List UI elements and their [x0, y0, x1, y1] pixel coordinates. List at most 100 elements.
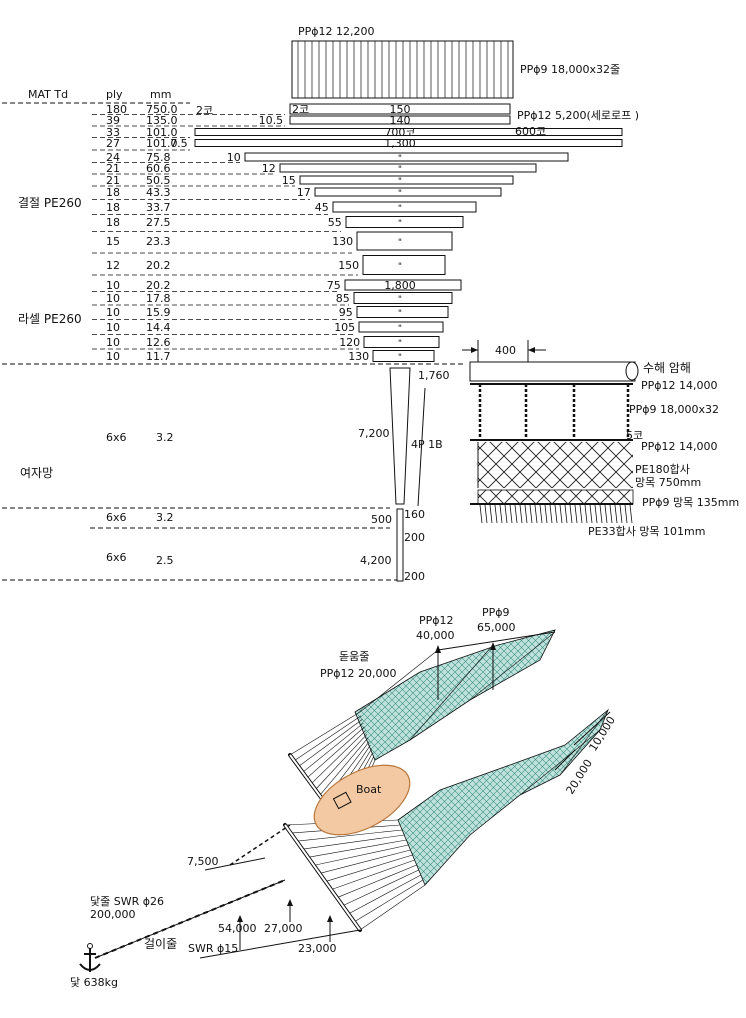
row-bar	[314, 187, 502, 197]
row-bar-label: "	[398, 339, 402, 349]
row-mm: 15.9	[146, 306, 171, 319]
row-bar-label: "	[398, 309, 402, 319]
row-ply: 18	[106, 186, 120, 199]
persp-dim-27000: 27,000	[264, 922, 303, 935]
row-bar-label: "	[398, 165, 402, 175]
row-bar	[356, 306, 449, 318]
bottom-row3-ply: 6x6	[106, 551, 127, 564]
persp-ppi12-len: 40,000	[416, 629, 455, 642]
net-perspective: Boat PPϕ9 65,000 PPϕ12 40,	[70, 606, 618, 989]
net-panel-row: 15 23.3 130 "	[92, 231, 453, 254]
row-bar	[345, 216, 464, 228]
bottom-row3-mm: 2.5	[156, 554, 174, 567]
pp12-seropeu-label: PPϕ12 5,200(세로로프 )	[517, 109, 639, 122]
row-mm: 27.5	[146, 216, 171, 229]
detail-rope2: PPϕ9 18,000x32	[629, 403, 719, 416]
row-bar-label: 1,300	[384, 137, 416, 150]
detail-pe180b: 망목 750mm	[635, 476, 701, 489]
persp-ppi9: PPϕ9	[482, 606, 510, 619]
row-left-annotation: 45	[315, 201, 329, 214]
row-left-annotation: 150	[338, 259, 359, 272]
bottom-row2-ply: 6x6	[106, 511, 127, 524]
section-rasel: 라셀 PE260	[18, 312, 82, 326]
detail-pe33: PE33합사 망목 101mm	[588, 525, 705, 538]
label-160: 160	[404, 508, 425, 521]
row-mm: 11.7	[146, 350, 171, 363]
row-bar-label: 140	[390, 114, 411, 127]
row-bar-label: "	[398, 295, 402, 305]
row-mm: 17.8	[146, 292, 171, 305]
codend-taper	[389, 367, 411, 505]
detail-rope1: PPϕ12 14,000	[641, 379, 718, 392]
row-left-annotation: 7.5	[170, 137, 188, 150]
row-bar	[356, 231, 453, 251]
row-mm: 135.0	[146, 114, 178, 127]
row-mm: 50.5	[146, 174, 171, 187]
detail-float-label: 수해 암해	[643, 361, 691, 375]
bottom-row3-length: 4,200	[360, 554, 392, 567]
row-mm: 23.3	[146, 235, 171, 248]
row-bar-label: "	[398, 238, 402, 248]
row-bar	[279, 163, 537, 173]
row-ply: 10	[106, 306, 120, 319]
row-mm: 20.2	[146, 259, 171, 272]
row-bar	[289, 115, 511, 125]
persp-georijul: 걸이줄	[144, 937, 177, 951]
row-bar-label: "	[398, 324, 402, 334]
row-ply: 18	[106, 216, 120, 229]
row-bar-label: "	[398, 262, 402, 272]
row-left-annotation: 130	[332, 235, 353, 248]
row-mm: 75.8	[146, 151, 171, 164]
row-left-annotation: 10	[227, 151, 241, 164]
row-left-annotation: 85	[336, 292, 350, 305]
row-bar	[244, 152, 569, 162]
right-rope-label: PPϕ9 18,000x32줄	[520, 63, 620, 76]
row-bar	[194, 128, 623, 136]
row-ply: 21	[106, 174, 120, 187]
row-left-annotation: 130	[348, 350, 369, 363]
row-bar	[362, 255, 446, 275]
label-200b: 200	[404, 570, 425, 583]
persp-datjul-len: 200,000	[90, 908, 136, 921]
row-bar	[299, 175, 514, 185]
row-left-annotation: 2코	[292, 103, 309, 116]
persp-ppi12: PPϕ12	[419, 614, 454, 627]
bottom-row1-length: 7,200	[358, 427, 390, 440]
row-ply: 10	[106, 292, 120, 305]
persp-dodeum: 돋움줄	[339, 650, 369, 663]
boat-label: Boat	[356, 783, 382, 796]
boat-icon	[313, 764, 411, 836]
row-mm: 43.3	[146, 186, 171, 199]
row-ply: 10	[106, 350, 120, 363]
top-rope-lines	[297, 41, 509, 98]
bottom-row1-mm: 3.2	[156, 431, 174, 444]
row-left-annotation: 75	[327, 279, 341, 292]
section-gyeoljeol: 결절 PE260	[18, 196, 82, 210]
detail-pe180a: PE180합사	[635, 463, 690, 476]
row-ply: 15	[106, 235, 120, 248]
net-panel-row: 10 17.8 85 "	[92, 292, 453, 306]
bottom-row1-ply: 6x6	[106, 431, 127, 444]
persp-datjul: 닻줄 SWR ϕ26	[90, 895, 164, 908]
persp-georijul-swr: SWR ϕ15	[188, 942, 238, 955]
row-ply: 24	[106, 151, 120, 164]
row-bar	[194, 139, 623, 147]
row-ply: 21	[106, 162, 120, 175]
row-bar-label: "	[398, 219, 402, 229]
detail-rope3: PPϕ12 14,000	[641, 440, 718, 453]
row-bar-label: 150	[390, 103, 411, 116]
row-bar	[353, 292, 453, 304]
row-mm: 14.4	[146, 321, 171, 334]
persp-dodeum-rope: PPϕ12 20,000	[320, 667, 397, 680]
row-ply: 10	[106, 336, 120, 349]
